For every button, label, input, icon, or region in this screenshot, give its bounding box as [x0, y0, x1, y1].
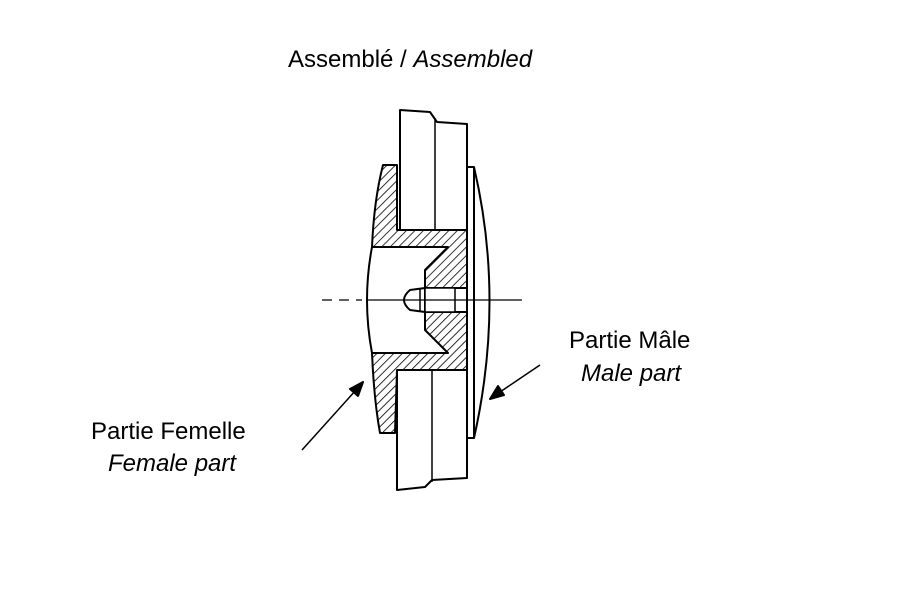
diagram-title: Assemblé / Assembled	[288, 48, 532, 72]
male-arrow	[499, 364, 541, 393]
female-arrow-head	[349, 381, 364, 397]
male-arrow-head	[489, 385, 505, 400]
female-label-en: Female part	[108, 450, 237, 477]
male-label-fr: Partie Mâle	[569, 327, 691, 354]
female-label-fr: Partie Femelle	[91, 418, 246, 445]
male-part-lens	[473, 166, 491, 439]
title-en: Assembled	[413, 46, 533, 73]
male-label-en: Male part	[581, 360, 682, 387]
title-fr: Assemblé	[288, 46, 394, 73]
male-part-plate	[466, 166, 475, 439]
female-arrow	[301, 389, 357, 451]
upper-panel	[399, 109, 468, 230]
title-separator: /	[393, 46, 414, 73]
